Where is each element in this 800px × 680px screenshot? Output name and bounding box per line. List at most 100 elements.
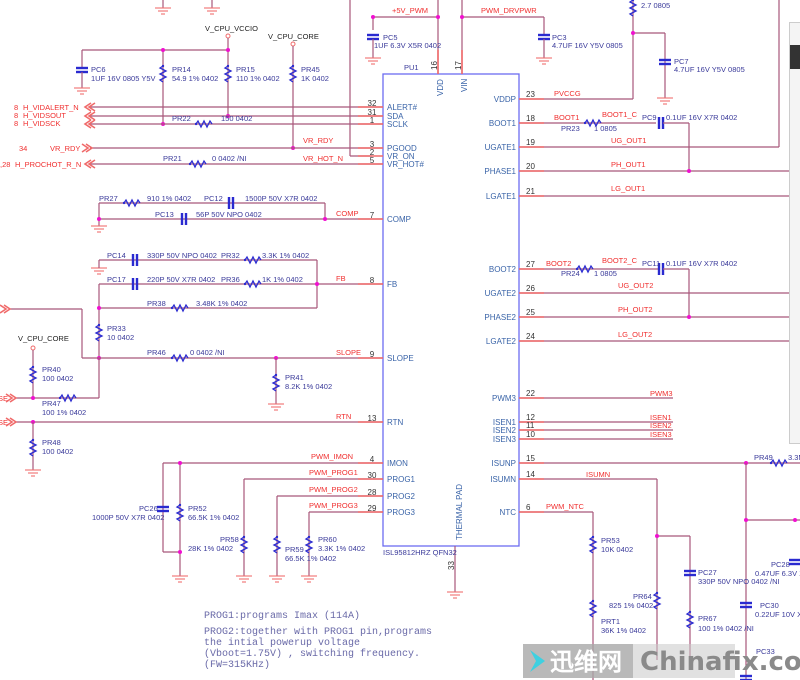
component-pr23[interactable]: PR23 1 0805 [561,124,617,133]
component-value: 3.3M [788,453,800,462]
pin-number: 11 [526,421,535,430]
ref-designator: PC9 [642,113,657,122]
ref-designator: PR47 [42,399,61,408]
pin-number: 27 [526,260,535,269]
pin-number: 32 [368,99,377,108]
component-value: 100 0402 [42,447,73,456]
pin-number: 13 [368,414,377,423]
net-label-pwm-imon: PWM_IMON [311,452,353,461]
component-pc33[interactable]: PC33 [756,647,775,656]
component-r-2-7-ohm[interactable]: 2.7 0805 [641,1,670,10]
net-label-boot1-c: BOOT1_C [602,110,638,119]
net-label-fb: FB [336,274,346,283]
note-line: (Vboot=1.75V) , switching frequency. [204,648,420,660]
ref-designator: PC33 [756,647,775,656]
ref-designator: PR22 [172,114,191,123]
component-value: 825 1% 0402 [609,601,653,610]
ref-designator: PR27 [99,194,118,203]
net-label-boot1: BOOT1 [554,113,579,122]
pin-number: 22 [526,389,535,398]
offpage-net-name: VR_RDY [50,144,80,153]
component-value: 1 0805 [594,124,617,133]
component-value: 0.22UF 10V X [755,610,800,619]
ground-symbol [203,0,221,15]
component-value: 66.5K 1% 0402 [188,513,239,522]
offpage-sense-1[interactable]: SE [0,394,8,403]
ref-designator: PC30 [760,601,779,610]
rail-label-v-cpu-vccio: V_CPU_VCCIO [205,24,258,33]
offpage-net-name: H_PROCHOT_R_N [15,160,81,169]
pin-name: PGOOD [387,144,417,153]
ref-designator: PR23 [561,124,580,133]
ref-designator: PC14 [107,251,126,260]
pin-name: SCLK [387,120,409,129]
component-value: 54.9 1% 0402 [172,74,218,83]
pin-number: 15 [526,454,535,463]
pin-name: FB [387,280,397,289]
pin-name: NTC [500,508,517,517]
component-value: 100 1% 0402 [42,408,86,417]
component-value: 28K 1% 0402 [188,544,233,553]
pin-number: 18 [526,114,535,123]
ref-designator: PR41 [285,373,304,382]
watermark-logo-icon [530,650,545,672]
pin-name: IMON [387,459,408,468]
net-label-comp: COMP [336,209,359,218]
component-value: 1 0805 [594,269,617,278]
pin-number: 19 [526,138,535,147]
ref-designator: PC7 [674,57,689,66]
pin-name: VDDP [494,95,516,104]
pin-number: 1 [370,116,375,125]
net-label-boot2-c: BOOT2_C [602,256,638,265]
pin-name: PHASE2 [484,313,516,322]
offpage-sense-2[interactable]: SE [0,418,8,427]
side-panel-edge[interactable] [789,22,800,444]
net-label-pvccg: PVCCG [554,89,581,98]
note-line: PROG2:together with PROG1 pin,programs [204,626,432,638]
